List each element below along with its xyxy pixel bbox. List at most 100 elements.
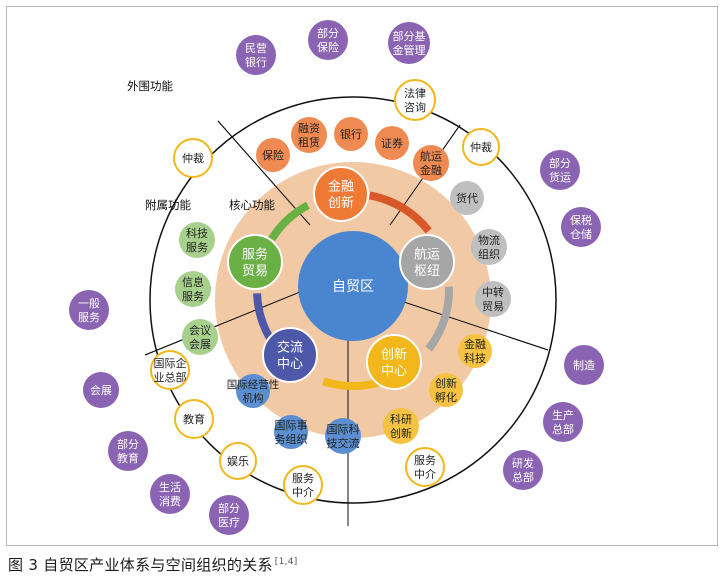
peripheral-node-circle [540,150,580,190]
inner-node-circle [458,334,492,368]
peripheral-node-label: 货运 [549,170,571,184]
inner-node-label: 金融 [420,163,442,177]
peripheral-node-circle [83,372,119,408]
core-node-finance-label: 创新 [328,195,354,211]
peripheral-node-circle [69,290,109,330]
core-node-trade-label: 服务 [242,247,268,263]
inner-node-label: 航运 [420,149,442,163]
attached-node-label: 法律 [404,86,426,100]
peripheral-node-label: 医疗 [218,515,240,529]
inner-node-label: 科技 [464,351,486,365]
inner-node-label: 贸易 [482,300,504,313]
attached-node-label: 仲裁 [182,151,204,165]
attached-node-label: 国际企 [154,356,187,370]
inner-node-label: 银行 [340,127,362,141]
peripheral-node-label: 教育 [117,451,139,465]
peripheral-node-label: 银行 [245,55,267,69]
inner-node-label: 国际科 [327,422,360,436]
attached-node: 教育 [174,399,214,439]
peripheral-node-circle [108,431,148,471]
sector-line [144,291,301,356]
peripheral-node-circle [150,474,190,514]
inner-node-label: 会展 [189,338,211,351]
inner-node-label: 孵化 [435,390,457,404]
inner-node-label: 保险 [262,148,284,162]
inner-node-circle [413,145,449,181]
center-free-trade-zone-circle [298,231,408,341]
inner-node-label: 科研 [390,412,412,426]
sector-line [391,297,549,351]
attached-node: 仲裁 [462,128,500,166]
inner-node-circle [236,374,270,408]
inner-node: 保险 [256,138,290,172]
outer-zone-circle [149,96,557,504]
inner-node-label: 服务 [186,241,208,254]
peripheral-node: 会展 [83,372,119,408]
peripheral-node-label: 部分 [218,501,240,515]
peripheral-node-label: 总部 [552,422,574,436]
core-node-trade-circle [227,234,283,290]
inner-node-label: 创新 [390,426,412,440]
peripheral-node-label: 保税 [570,213,592,227]
peripheral-node-label: 会展 [90,384,112,397]
inner-node-label: 会议 [189,324,211,337]
inner-node-label: 融资 [298,122,320,135]
inner-node-circle [182,319,218,355]
inner-node-label: 国际事 [275,419,308,432]
attached-node-circle [462,128,500,166]
peripheral-node-label: 生活 [159,480,181,494]
peripheral-node-label: 金管理 [393,43,426,57]
core-node-exchange-label: 交流 [277,340,303,356]
inner-node-label: 国际经营性 [227,378,280,391]
peripheral-node-circle [564,345,604,385]
core-node-shipping-circle [399,234,455,290]
peripheral-node-label: 保险 [317,40,339,54]
inner-node-label: 创新 [435,376,457,390]
zone-label-outer: 外围功能 [127,79,173,93]
peripheral-node-label: 服务 [78,311,100,324]
inner-node-circle [429,373,463,407]
core-node-finance-circle [313,166,369,222]
peripheral-node-label: 制造 [573,358,595,372]
inner-node-circle [471,229,507,265]
peripheral-node-label: 总部 [512,470,534,484]
inner-node-circle [256,138,290,172]
attached-node-label: 咨询 [404,100,426,114]
zone-label-attached: 附属功能 [145,198,191,212]
peripheral-node-label: 部分 [549,156,571,170]
zone-label-core: 核心功能 [229,198,275,212]
core-node-innovation-label: 创新 [381,347,407,363]
attached-node-label: 服务 [292,472,314,485]
peripheral-node-circle [308,20,348,60]
inner-node-label: 务组织 [275,432,308,446]
inner-node-circle [274,415,308,449]
inner-node-circle [334,117,368,151]
inner-node: 货代 [450,181,484,215]
core-node-exchange-circle [262,327,318,383]
inner-node-circle [375,126,409,160]
attached-node: 娱乐 [219,442,257,480]
core-ring-arc [425,286,453,352]
attached-node-label: 娱乐 [227,454,249,468]
